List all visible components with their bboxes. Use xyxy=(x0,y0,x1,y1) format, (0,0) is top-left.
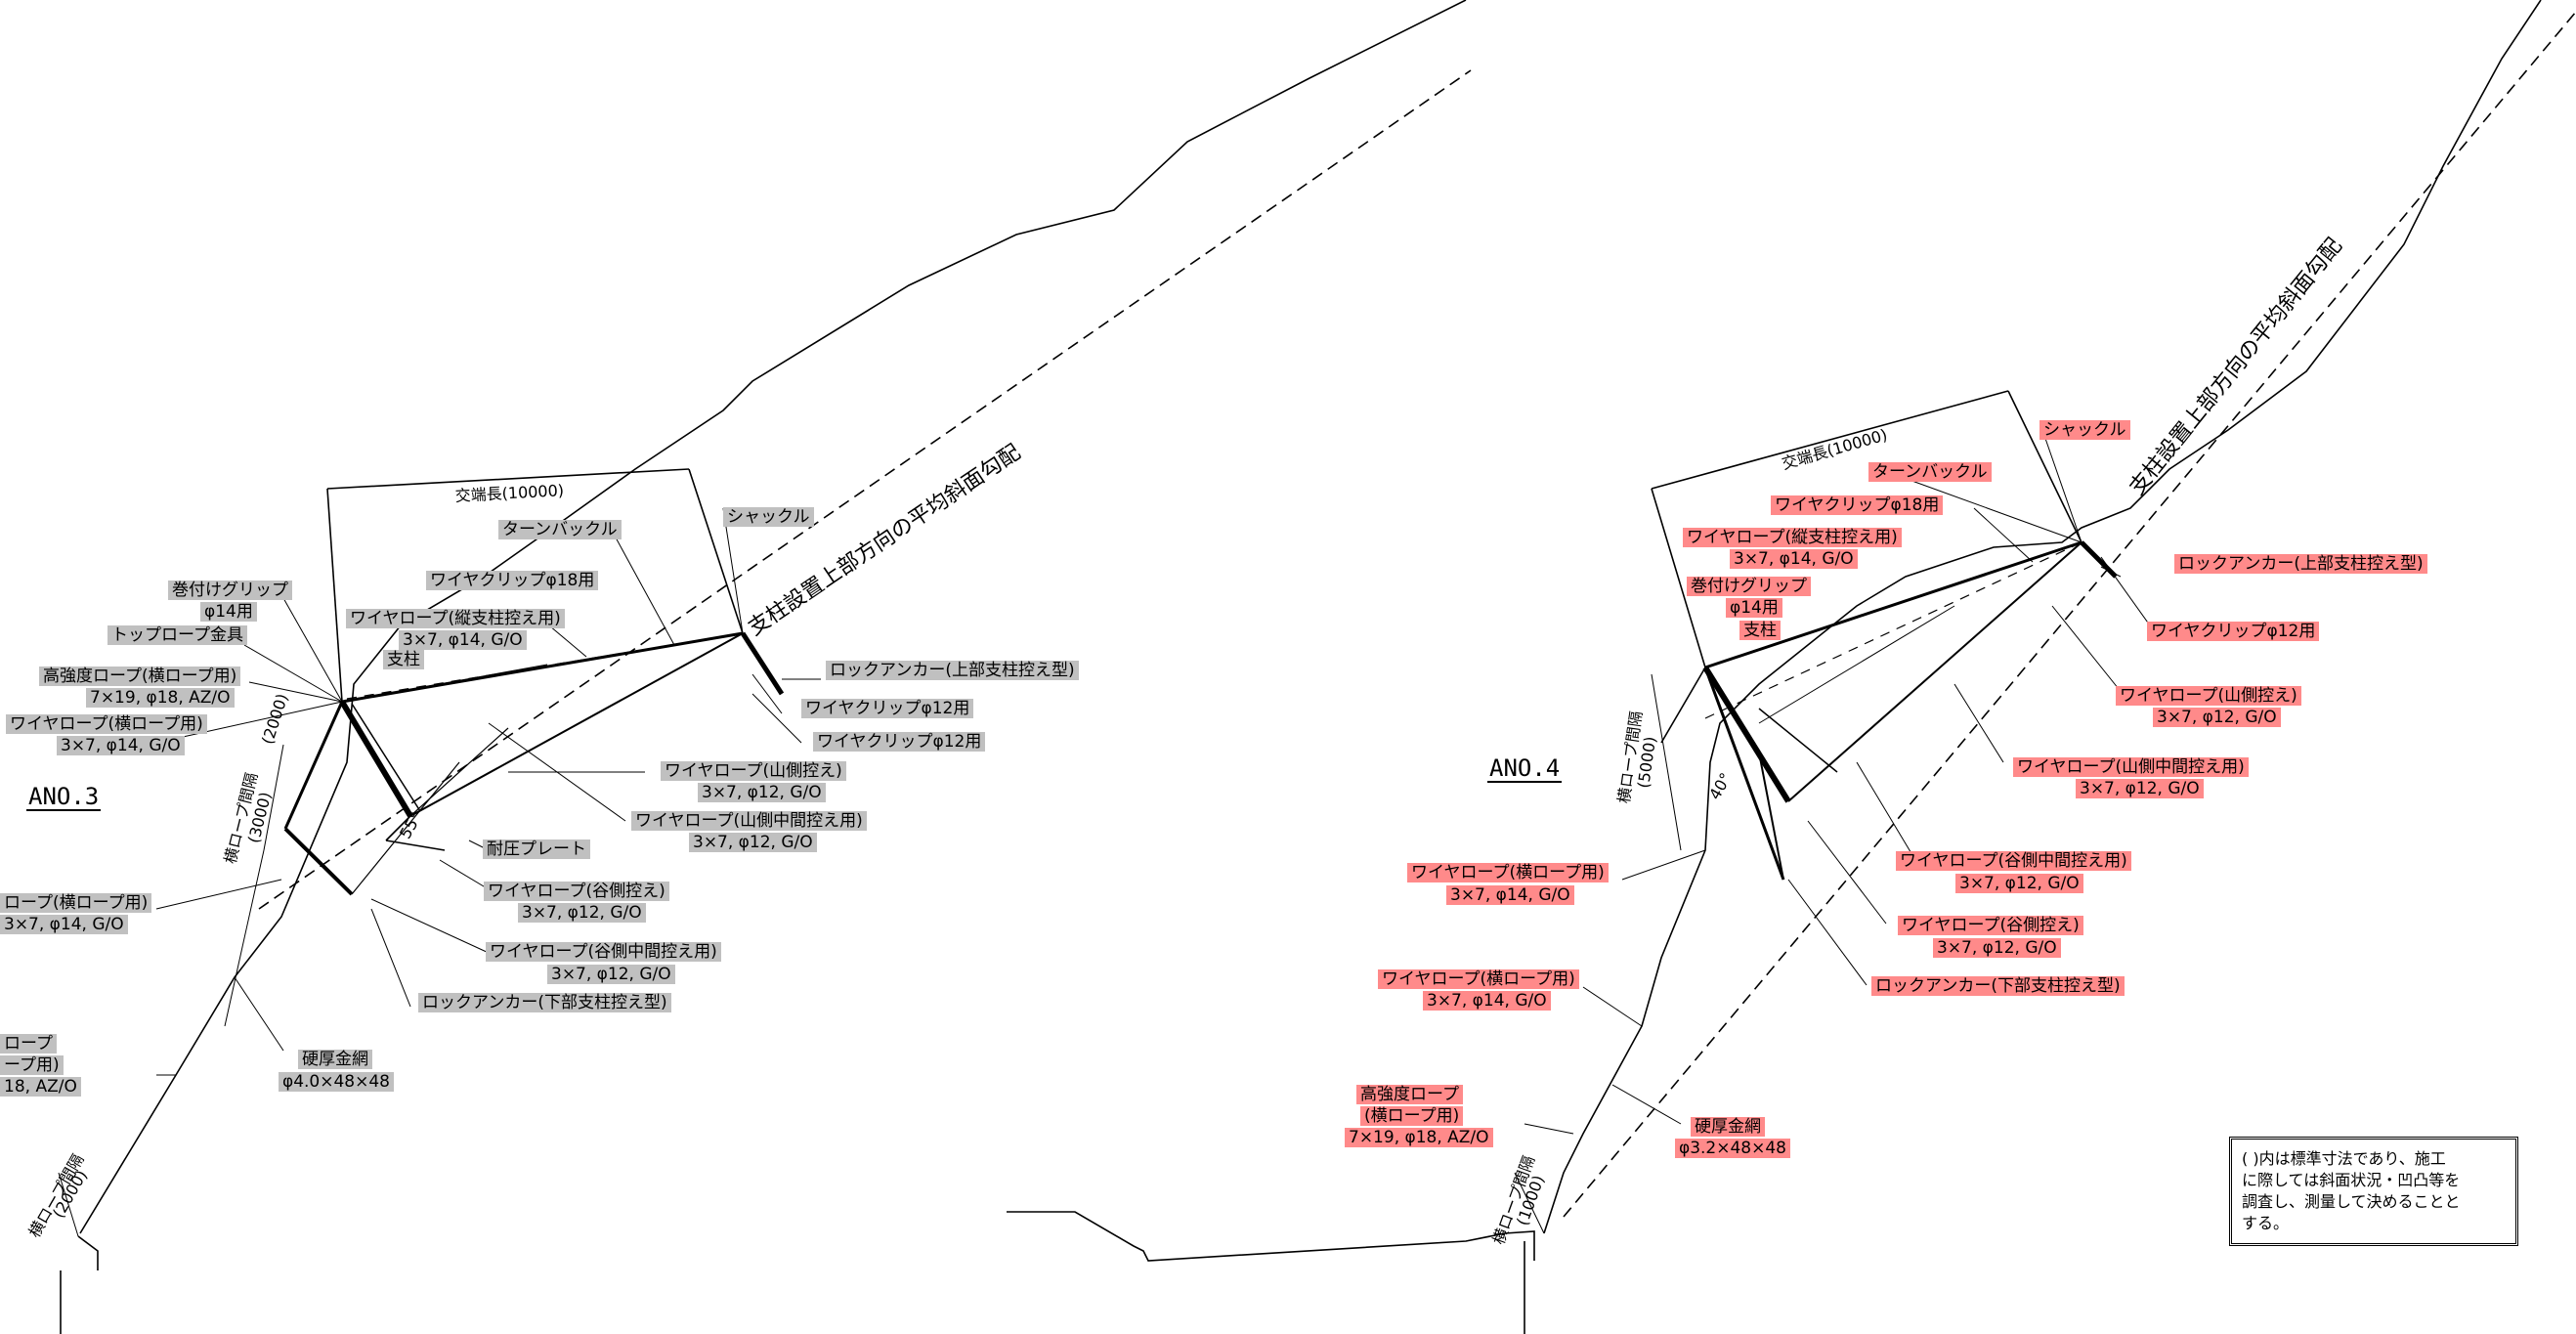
mesh-spec: φ4.0×48×48 xyxy=(279,1072,395,1092)
right-wire-ropes xyxy=(1651,390,2082,802)
wire-rope-horizontal-a-spec-right: 3×7, φ14, G/O xyxy=(1446,885,1574,905)
clip12-b-label: ワイヤクリップφ12用 xyxy=(813,732,986,752)
section-title-right: ANO.4 xyxy=(1487,754,1563,783)
wire-rope-valley-mid-spec-right: 3×7, φ12, G/O xyxy=(1955,874,2083,893)
maki-grip-size-label: φ14用 xyxy=(200,602,257,622)
wire-rope-valley-mid-label-right: ワイヤロープ(谷側中間控え用) xyxy=(1896,851,2131,871)
maki-grip-size-label-right: φ14用 xyxy=(1726,598,1782,618)
wire-rope-vertical-spec: 3×7, φ14, G/O xyxy=(399,630,527,650)
rock-anchor-upper-label: ロックアンカー(上部支柱控え型) xyxy=(826,661,1079,680)
wire-rope-horizontal-spec: 3×7, φ14, G/O xyxy=(57,736,185,755)
high-strength-rope-sub-right: (横ロープ用) xyxy=(1360,1106,1464,1126)
wire-rope-mountain-mid-label: ワイヤロープ(山側中間控え用) xyxy=(631,811,867,831)
shackle-label-right: シャックル xyxy=(2039,420,2130,440)
left-wire-ropes xyxy=(326,468,744,895)
section-title-left: ANO.3 xyxy=(26,783,102,811)
wire-rope-valley-mid-spec: 3×7, φ12, G/O xyxy=(547,965,675,984)
note-line: 調査し、測量して決めることと xyxy=(2242,1192,2461,1211)
mesh-label-right: 硬厚金網 xyxy=(1691,1117,1765,1137)
rock-anchor-lower-label: ロックアンカー(下部支柱控え型) xyxy=(418,993,671,1012)
cut-horizontal-rope-label: ロープ(横ロープ用) xyxy=(0,893,152,913)
maki-grip-label-right: 巻付けグリップ xyxy=(1687,577,1811,596)
wire-rope-mountain-spec: 3×7, φ12, G/O xyxy=(698,783,826,802)
wire-rope-vertical-spec-right: 3×7, φ14, G/O xyxy=(1730,549,1858,569)
left-slope-dashed xyxy=(258,69,1472,910)
wire-rope-mountain-spec-right: 3×7, φ12, G/O xyxy=(2153,708,2281,727)
wire-rope-mountain-label-right: ワイヤロープ(山側控え) xyxy=(2116,686,2301,706)
wire-rope-mountain-label: ワイヤロープ(山側控え) xyxy=(661,761,846,781)
wire-rope-valley-label-right: ワイヤロープ(谷側控え) xyxy=(1898,916,2083,935)
post-label: 支柱 xyxy=(383,650,424,669)
high-strength-rope-label-right: 高強度ロープ xyxy=(1356,1085,1463,1104)
wire-rope-mountain-mid-spec: 3×7, φ12, G/O xyxy=(689,833,817,852)
wire-rope-horizontal-a-label-right: ワイヤロープ(横ロープ用) xyxy=(1407,863,1609,882)
mesh-label: 硬厚金網 xyxy=(298,1050,372,1069)
clip12-a-label: ワイヤクリップφ12用 xyxy=(801,699,974,718)
cut-horizontal-rope-spec: 3×7, φ14, G/O xyxy=(0,915,128,934)
note-line: する。 xyxy=(2242,1214,2290,1232)
maki-grip-label: 巻付けグリップ xyxy=(168,581,292,600)
pressure-plate-label: 耐圧プレート xyxy=(483,839,590,859)
right-ground-profile xyxy=(1007,0,2542,1334)
rock-anchor-upper-label-right: ロックアンカー(上部支柱控え型) xyxy=(2174,554,2427,574)
right-dimension-lines xyxy=(1514,673,1682,1234)
cut-high-rope-spec: 18, AZ/O xyxy=(0,1077,81,1097)
turnbuckle-label-right: ターンバックル xyxy=(1868,462,1992,482)
clip18-label: ワイヤクリップφ18用 xyxy=(426,571,599,590)
left-leaders xyxy=(155,507,821,1076)
shackle-label: シャックル xyxy=(723,507,814,527)
high-strength-rope-spec: 7×19, φ18, AZ/O xyxy=(86,688,235,708)
wire-rope-horizontal-label: ワイヤロープ(横ロープ用) xyxy=(6,714,207,734)
rock-anchor-lower-label-right: ロックアンカー(下部支柱控え型) xyxy=(1871,976,2125,996)
wire-rope-valley-spec: 3×7, φ12, G/O xyxy=(518,903,646,923)
right-leaders xyxy=(1524,429,2151,1135)
left-ground-profile xyxy=(60,0,1467,1334)
right-post xyxy=(1702,540,2118,881)
post-label-right: 支柱 xyxy=(1739,621,1781,640)
clip12-label-right: ワイヤクリップφ12用 xyxy=(2147,622,2320,641)
note-line: に際しては斜面状況・凹凸等を xyxy=(2242,1171,2461,1189)
wire-rope-horizontal-b-spec-right: 3×7, φ14, G/O xyxy=(1423,991,1551,1011)
left-dimension-lines xyxy=(58,744,284,1237)
dimension-note-box: ( )内は標準寸法であり、施工 に際しては斜面状況・凹凸等を 調査し、測量して決… xyxy=(2229,1137,2518,1246)
wire-rope-valley-mid-label: ワイヤロープ(谷側中間控え用) xyxy=(486,942,721,962)
clip18-label-right: ワイヤクリップφ18用 xyxy=(1771,495,1944,515)
wire-rope-valley-spec-right: 3×7, φ12, G/O xyxy=(1933,938,2061,958)
right-slope-dashed xyxy=(1563,11,2576,1218)
wire-rope-mountain-mid-label-right: ワイヤロープ(山側中間控え用) xyxy=(2013,757,2249,777)
mesh-spec-right: φ3.2×48×48 xyxy=(1675,1139,1791,1158)
turnbuckle-label: ターンバックル xyxy=(498,520,622,539)
left-post xyxy=(283,631,785,896)
wire-rope-mountain-mid-spec-right: 3×7, φ12, G/O xyxy=(2076,779,2204,798)
wire-rope-vertical-label: ワイヤロープ(縦支柱控え用) xyxy=(346,609,565,628)
note-line: ( )内は標準寸法であり、施工 xyxy=(2242,1149,2446,1168)
cut-high-rope-a: ロープ xyxy=(0,1034,57,1054)
high-strength-rope-label: 高強度ロープ(横ロープ用) xyxy=(39,667,241,686)
wire-rope-horizontal-b-label-right: ワイヤロープ(横ロープ用) xyxy=(1378,969,1579,989)
top-rope-fitting-label: トップロープ金具 xyxy=(107,625,247,645)
wire-rope-vertical-label-right: ワイヤロープ(縦支柱控え用) xyxy=(1683,528,1902,547)
high-strength-rope-spec-right: 7×19, φ18, AZ/O xyxy=(1345,1128,1493,1147)
wire-rope-valley-label: ワイヤロープ(谷側控え) xyxy=(484,882,669,901)
cut-high-rope-b: ープ用) xyxy=(0,1055,64,1075)
